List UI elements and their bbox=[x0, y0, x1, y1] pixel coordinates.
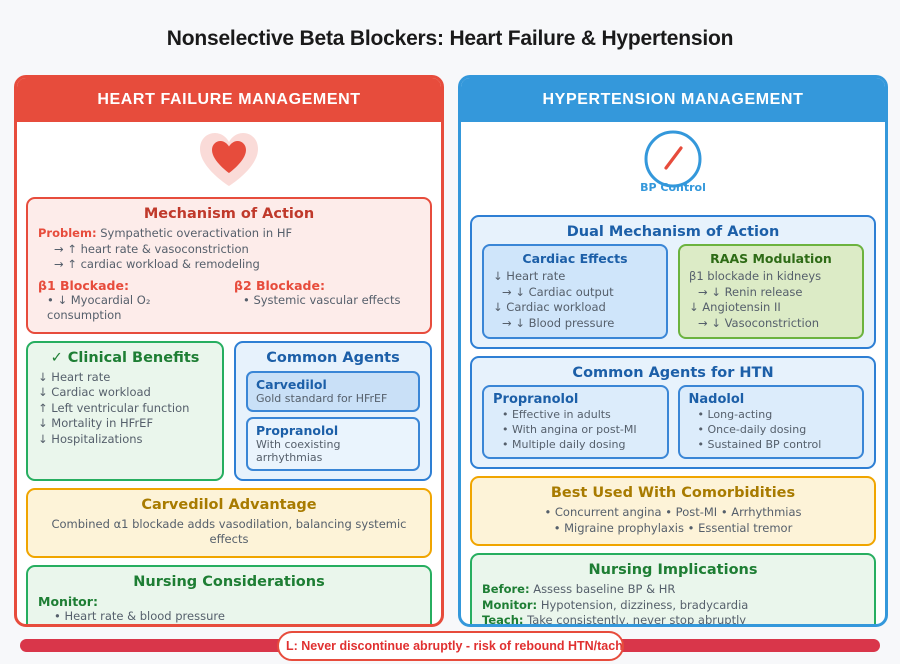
nursing-teach-line: Teach: Take consistently, never stop abr… bbox=[482, 613, 864, 628]
benefit-item: ↓ Mortality in HFrEF bbox=[38, 416, 154, 431]
raas-item: ↓ Angiotensin II bbox=[689, 300, 781, 315]
before-label: Before: bbox=[482, 582, 530, 597]
htn-common-agents-title: Common Agents for HTN bbox=[572, 365, 774, 382]
beta2-label: β2 Blockade: bbox=[234, 277, 325, 293]
beta2-item-1: • Systemic vascular effects bbox=[243, 292, 401, 307]
hypertension-panel: HYPERTENSION MANAGEMENT BP Control Dual … bbox=[458, 75, 888, 628]
panel-columns: HEART FAILURE MANAGEMENT Mechanism of Ac… bbox=[0, 65, 900, 628]
agent-bullet: • Long-acting bbox=[697, 408, 773, 422]
heart-icon-wrap bbox=[26, 128, 432, 190]
monitor-text: Hypotension, dizziness, bradycardia bbox=[540, 597, 749, 612]
agent-bullet: • Multiple daily dosing bbox=[502, 437, 626, 451]
heart-failure-panel: HEART FAILURE MANAGEMENT Mechanism of Ac… bbox=[14, 75, 444, 628]
footer-warning-text: L: Never discontinue abruptly - risk of … bbox=[286, 639, 623, 654]
clinical-benefits-box: ✓ Clinical Benefits ↓ Heart rate ↓ Cardi… bbox=[26, 340, 224, 481]
monitor-item: • Signs of worsening HF (edema, SOB, fat… bbox=[38, 624, 420, 627]
agent-desc: With coexisting arrhythmias bbox=[256, 437, 341, 464]
agent-bullet: • With angina or post-MI bbox=[502, 423, 637, 437]
htn-common-agents-box: Common Agents for HTN Propranolol • Effe… bbox=[470, 356, 876, 470]
common-agents-box: Common Agents Carvedilol Gold standard f… bbox=[234, 340, 432, 481]
agent-box-propranolol[interactable]: Propranolol • Effective in adults • With… bbox=[482, 385, 669, 460]
clinical-benefits-title: ✓ Clinical Benefits bbox=[50, 349, 200, 366]
nursing-before-line: Before: Assess baseline BP & HR bbox=[482, 582, 864, 598]
cardiac-item: ↓ Cardiac workload bbox=[493, 300, 606, 315]
cardiac-effects-title: Cardiac Effects bbox=[522, 251, 628, 267]
dual-mechanism-box: Dual Mechanism of Action Cardiac Effects… bbox=[470, 215, 876, 350]
page-title: Nonselective Beta Blockers: Heart Failur… bbox=[166, 27, 734, 51]
agent-name: Nadolol bbox=[688, 392, 745, 408]
cardiac-effects-box: Cardiac Effects ↓ Heart rate → ↓ Cardiac… bbox=[482, 244, 668, 340]
heart-failure-header: HEART FAILURE MANAGEMENT bbox=[17, 78, 441, 123]
benefit-item: ↓ Heart rate bbox=[38, 369, 111, 384]
benefit-item: ↓ Cardiac workload bbox=[38, 385, 151, 400]
bp-gauge-icon bbox=[644, 130, 702, 188]
beta1-label: β1 Blockade: bbox=[38, 277, 129, 293]
nursing-monitor-line: Monitor: Hypotension, dizziness, bradyca… bbox=[482, 598, 864, 614]
htn-agents-row: Propranolol • Effective in adults • With… bbox=[482, 385, 864, 460]
hypertension-header: HYPERTENSION MANAGEMENT bbox=[461, 78, 885, 123]
agent-name: Carvedilol bbox=[256, 376, 327, 392]
cardiac-item: → ↓ Blood pressure bbox=[502, 315, 615, 330]
comorbidities-box: Best Used With Comorbidities • Concurren… bbox=[470, 476, 876, 547]
before-text: Assess baseline BP & HR bbox=[533, 582, 676, 597]
raas-item: β1 blockade in kidneys bbox=[689, 269, 822, 284]
carvedilol-advantage-text: Combined α1 blockade adds vasodilation, … bbox=[51, 516, 407, 547]
cardiac-item: → ↓ Cardiac output bbox=[502, 284, 614, 299]
dual-mechanism-title: Dual Mechanism of Action bbox=[566, 224, 780, 241]
problem-label: Problem: bbox=[38, 226, 97, 241]
nursing-implications-box: Nursing Implications Before: Assess base… bbox=[470, 553, 876, 628]
agent-bullet: • Sustained BP control bbox=[697, 437, 822, 451]
monitor-label: Monitor: bbox=[482, 597, 538, 612]
agent-card-carvedilol[interactable]: Carvedilol Gold standard for HFrEF bbox=[246, 370, 420, 412]
problem-text: Sympathetic overactivation in HF bbox=[100, 226, 293, 241]
carvedilol-advantage-box: Carvedilol Advantage Combined α1 blockad… bbox=[26, 487, 432, 558]
dual-mechanism-row: Cardiac Effects ↓ Heart rate → ↓ Cardiac… bbox=[482, 244, 864, 340]
problem-line: Problem: Sympathetic overactivation in H… bbox=[38, 226, 420, 242]
nursing-considerations-title: Nursing Considerations bbox=[133, 573, 325, 590]
beta1-item-1: • ↓ Myocardial O₂ consumption bbox=[47, 292, 151, 323]
bp-gauge-label: BP Control bbox=[640, 181, 706, 195]
agent-card-propranolol[interactable]: Propranolol With coexisting arrhythmias bbox=[246, 416, 420, 471]
bp-gauge-wrap: BP Control bbox=[470, 128, 876, 208]
agent-box-nadolol[interactable]: Nadolol • Long-acting • Once-daily dosin… bbox=[677, 385, 864, 460]
mechanism-title: Mechanism of Action bbox=[143, 206, 315, 223]
benefit-item: ↑ Left ventricular function bbox=[38, 400, 190, 415]
carvedilol-advantage-title: Carvedilol Advantage bbox=[141, 496, 317, 513]
monitor-label: Monitor: bbox=[38, 593, 98, 609]
common-agents-title: Common Agents bbox=[266, 349, 400, 366]
agent-desc: Gold standard for HFrEF bbox=[256, 391, 388, 405]
nursing-considerations-box: Nursing Considerations Monitor: • Heart … bbox=[26, 564, 432, 627]
hypertension-body: BP Control Dual Mechanism of Action Card… bbox=[461, 122, 885, 628]
mechanism-of-action-box: Mechanism of Action Problem: Sympathetic… bbox=[26, 197, 432, 334]
agent-bullet: • Once-daily dosing bbox=[697, 423, 807, 437]
monitor-item: • Heart rate & blood pressure bbox=[54, 608, 225, 623]
raas-item: → ↓ Renin release bbox=[698, 284, 803, 299]
heart-icon bbox=[200, 133, 258, 187]
problem-effect-2: → ↑ cardiac workload & remodeling bbox=[54, 257, 260, 272]
benefit-item: ↓ Hospitalizations bbox=[38, 431, 143, 446]
benefits-agents-row: ✓ Clinical Benefits ↓ Heart rate ↓ Cardi… bbox=[26, 340, 432, 481]
comorbidities-title: Best Used With Comorbidities bbox=[550, 485, 796, 502]
agent-name: Propranolol bbox=[256, 422, 339, 438]
raas-modulation-title: RAAS Modulation bbox=[710, 251, 832, 267]
agent-bullet: • Effective in adults bbox=[502, 408, 611, 422]
problem-effect-1: → ↑ heart rate & vasoconstriction bbox=[54, 241, 249, 256]
beta1-column: β1 Blockade: • ↓ Myocardial O₂ consumpti… bbox=[38, 278, 224, 324]
raas-modulation-box: RAAS Modulation β1 blockade in kidneys →… bbox=[678, 244, 864, 340]
agent-name: Propranolol bbox=[493, 392, 579, 408]
heart-failure-body: Mechanism of Action Problem: Sympathetic… bbox=[17, 122, 441, 627]
blockade-row: β1 Blockade: • ↓ Myocardial O₂ consumpti… bbox=[38, 278, 420, 324]
raas-item: → ↓ Vasoconstriction bbox=[698, 315, 820, 330]
teach-text: Take consistently, never stop abruptly bbox=[527, 613, 747, 628]
comorbidities-line-2: • Migraine prophylaxis • Essential tremo… bbox=[553, 520, 793, 535]
footer-warning-chip: L: Never discontinue abruptly - risk of … bbox=[277, 631, 624, 662]
cardiac-item: ↓ Heart rate bbox=[493, 269, 566, 284]
beta2-column: β2 Blockade: • Systemic vascular effects bbox=[234, 278, 420, 324]
comorbidities-line-1: • Concurrent angina • Post-MI • Arrhythm… bbox=[544, 505, 802, 520]
teach-label: Teach: bbox=[482, 613, 524, 628]
nursing-implications-title: Nursing Implications bbox=[588, 562, 758, 579]
